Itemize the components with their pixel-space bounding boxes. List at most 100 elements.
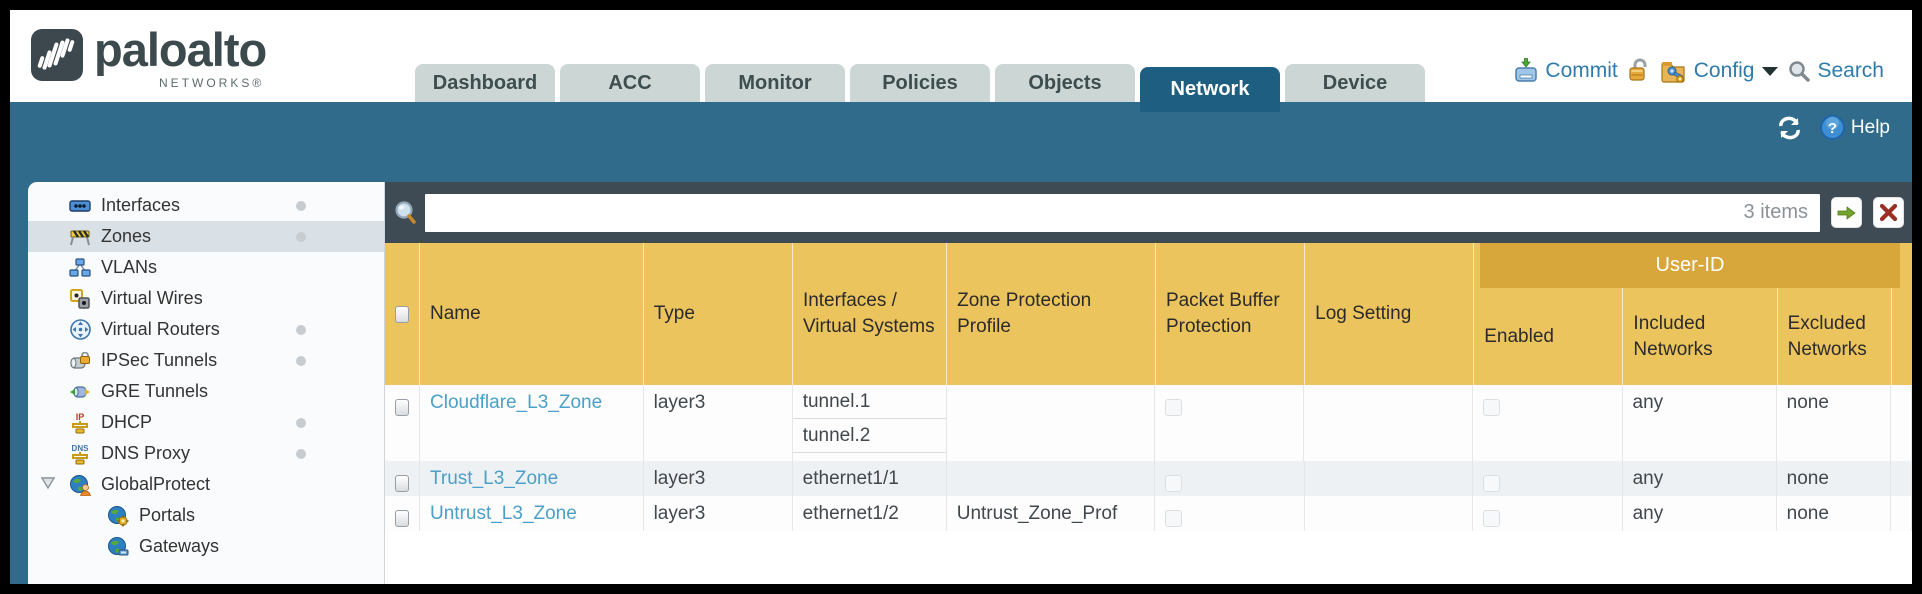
sidebar-item-ipsec-tunnels[interactable]: IPSec Tunnels: [28, 345, 384, 376]
search-label: Search: [1817, 59, 1884, 82]
tab-monitor[interactable]: Monitor: [705, 64, 845, 102]
vlans-icon: [68, 257, 92, 279]
filter-input-wrap: 3 items: [425, 193, 1820, 232]
help-icon: ?: [1819, 115, 1845, 140]
sidebar-item-label: Virtual Wires: [101, 288, 203, 308]
sidebar-item-label: Portals: [139, 505, 196, 525]
svg-text:IP: IP: [76, 412, 85, 422]
col-header-zone-protection-profile[interactable]: Zone Protection Profile: [947, 243, 1156, 385]
logo-networks-text: NETWORKS®: [159, 76, 265, 90]
col-header-interfaces[interactable]: Interfaces / Virtual Systems: [793, 243, 948, 385]
green-arrow-icon: [1837, 205, 1856, 220]
zone-interfaces: ethernet1/1: [793, 461, 947, 496]
sidebar-item-label: GlobalProtect: [101, 474, 211, 494]
user-id-enabled-checkbox[interactable]: [1483, 475, 1501, 492]
status-dot: [296, 200, 306, 211]
search-button[interactable]: Search: [1787, 59, 1884, 83]
packet-buffer-checkbox[interactable]: [1165, 510, 1183, 527]
svg-text:?: ?: [1828, 120, 1837, 137]
sidebar-item-gateways[interactable]: Gateways: [28, 531, 384, 562]
unlock-icon[interactable]: [1627, 58, 1651, 84]
sidebar-item-label: DHCP: [101, 412, 153, 432]
zones-icon: [68, 226, 92, 248]
collapse-expander-icon[interactable]: [40, 476, 56, 490]
sidebar-item-label: DNS Proxy: [101, 443, 191, 463]
zones-table-header: User-ID Name Type Interfaces / Virtual S…: [385, 243, 1912, 385]
col-header-included-networks[interactable]: Included Networks: [1623, 243, 1778, 385]
tab-device[interactable]: Device: [1285, 64, 1425, 102]
status-dot: [296, 324, 306, 335]
config-menu[interactable]: Config: [1660, 58, 1779, 84]
checkbox[interactable]: [395, 305, 409, 323]
clear-filter-button[interactable]: [1873, 197, 1904, 228]
tab-objects[interactable]: Objects: [995, 64, 1135, 102]
col-header-name[interactable]: Name: [420, 243, 644, 385]
commit-button[interactable]: Commit: [1513, 58, 1618, 84]
status-dot: [296, 355, 306, 366]
log-setting: [1304, 385, 1474, 461]
zone-interfaces: ethernet1/2: [793, 496, 947, 531]
zone-name-link[interactable]: Untrust_L3_Zone: [430, 503, 577, 524]
table-row[interactable]: Untrust_L3_Zone layer3 ethernet1/2 Untru…: [385, 496, 1912, 531]
sidebar-item-virtual-routers[interactable]: Virtual Routers: [28, 314, 384, 345]
zones-main-panel: 3 items User-ID Name Type Interfaces / V…: [385, 182, 1912, 584]
excluded-networks: none: [1777, 496, 1891, 531]
table-row[interactable]: Cloudflare_L3_Zone layer3 tunnel.1 tunne…: [385, 385, 1912, 461]
sidebar-item-label: VLANs: [101, 257, 158, 277]
zone-name-link[interactable]: Trust_L3_Zone: [430, 468, 559, 489]
log-setting: [1305, 461, 1474, 496]
zone-protection-profile: [947, 461, 1156, 496]
globalprotect-icon: [68, 474, 92, 496]
config-label: Config: [1693, 59, 1755, 82]
col-header-excluded-networks[interactable]: Excluded Networks: [1778, 243, 1893, 385]
zone-type: layer3: [644, 385, 793, 461]
tab-acc[interactable]: ACC: [560, 64, 700, 102]
filter-input[interactable]: [437, 201, 1734, 224]
row-checkbox[interactable]: [395, 399, 409, 416]
packet-buffer-checkbox[interactable]: [1165, 475, 1183, 492]
app-frame: paloalto NETWORKS® Dashboard ACC Monitor…: [10, 10, 1912, 584]
tab-network[interactable]: Network: [1140, 67, 1280, 112]
zone-name-link[interactable]: Cloudflare_L3_Zone: [430, 392, 603, 413]
status-dot: [296, 448, 306, 459]
table-row[interactable]: Trust_L3_Zone layer3 ethernet1/1 any non…: [385, 461, 1912, 496]
col-header-packet-buffer-protection[interactable]: Packet Buffer Protection: [1156, 243, 1306, 385]
included-networks: any: [1623, 496, 1777, 531]
excluded-networks: none: [1777, 385, 1891, 461]
gre-tunnels-icon: [68, 381, 92, 403]
filter-search-icon: [395, 200, 416, 224]
sidebar-item-label: GRE Tunnels: [101, 381, 209, 401]
status-dot: [296, 231, 306, 242]
user-id-enabled-checkbox[interactable]: [1483, 510, 1501, 527]
sidebar-item-interfaces[interactable]: Interfaces: [28, 190, 384, 221]
app-header: paloalto NETWORKS® Dashboard ACC Monitor…: [10, 10, 1912, 112]
tab-policies[interactable]: Policies: [850, 64, 990, 102]
sidebar-item-portals[interactable]: Portals: [28, 500, 384, 531]
col-header-enabled[interactable]: Enabled: [1474, 243, 1624, 385]
logo-wordmark: paloalto: [94, 23, 267, 76]
sidebar-item-label: IPSec Tunnels: [101, 350, 218, 370]
col-header-type[interactable]: Type: [644, 243, 793, 385]
sidebar-item-zones[interactable]: Zones: [28, 221, 384, 252]
sidebar-item-globalprotect[interactable]: GlobalProtect: [28, 469, 384, 500]
user-id-group-header: User-ID: [1480, 243, 1900, 288]
sidebar-item-vlans[interactable]: VLANs: [28, 252, 384, 283]
apply-filter-button[interactable]: [1831, 197, 1862, 228]
row-checkbox[interactable]: [395, 510, 409, 527]
sidebar-item-dhcp[interactable]: IP DHCP: [28, 407, 384, 438]
sidebar-item-label: Virtual Routers: [101, 319, 220, 339]
sidebar-item-virtual-wires[interactable]: Virtual Wires: [28, 283, 384, 314]
filter-bar: 3 items: [385, 182, 1912, 243]
user-id-enabled-checkbox[interactable]: [1483, 399, 1501, 416]
col-header-log-setting[interactable]: Log Setting: [1305, 243, 1475, 385]
header-actions: Commit Config: [1513, 58, 1884, 84]
tab-dashboard[interactable]: Dashboard: [415, 64, 555, 102]
select-all-checkbox[interactable]: [385, 243, 420, 385]
row-checkbox[interactable]: [395, 475, 409, 492]
help-button[interactable]: ? Help: [1819, 114, 1890, 141]
sidebar-item-gre-tunnels[interactable]: GRE Tunnels: [28, 376, 384, 407]
refresh-icon[interactable]: [1776, 116, 1803, 140]
item-count: 3 items: [1743, 201, 1808, 223]
sidebar-item-dns-proxy[interactable]: DNS DNS Proxy: [28, 438, 384, 469]
packet-buffer-checkbox[interactable]: [1165, 399, 1183, 416]
